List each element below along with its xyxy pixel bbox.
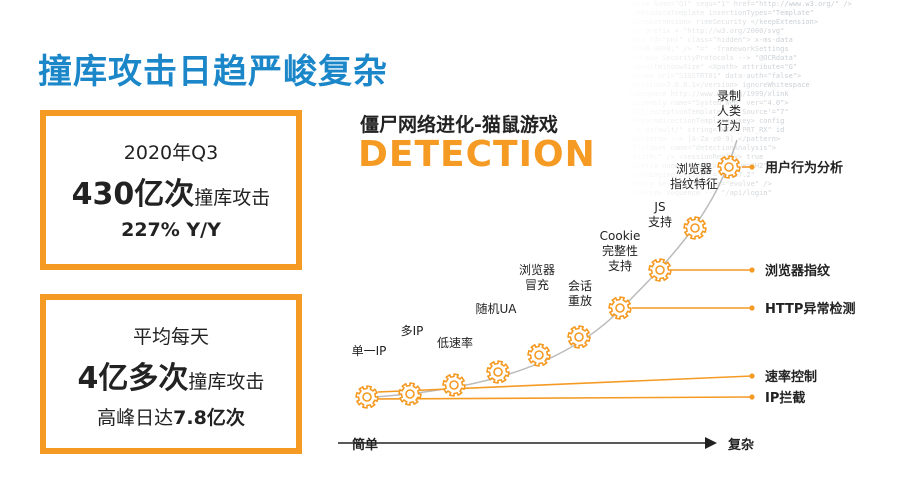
stat-box-daily: 平均每天 4亿多次撞库攻击 高峰日达7.8亿次 [40, 294, 302, 454]
gear-icon [486, 360, 510, 384]
axis-end-label: 复杂 [727, 437, 754, 453]
stat-daily-count-suffix: 撞库攻击 [188, 371, 265, 393]
stage-label: Cookie [600, 229, 641, 243]
stage-label: JS [653, 200, 665, 214]
stat-peak-line: 高峰日达7.8亿次 [46, 403, 296, 430]
detection-label: 浏览器指纹 [765, 263, 831, 279]
gear-icon [648, 258, 672, 282]
stat-count: 430亿次 [71, 177, 195, 212]
axis-arrow-icon [705, 437, 717, 449]
detection-dot [749, 394, 755, 400]
code-watermark-background: <item Name="Q1" sequ="1" href="http://ww… [628, 0, 852, 197]
gear-icon [608, 296, 632, 320]
gear-icon [717, 155, 741, 179]
stage-label: 浏览器 [676, 161, 712, 176]
stage-label: 指纹特征 [670, 176, 718, 191]
detection-dot [749, 373, 755, 379]
stat-peak-prefix: 高峰日达 [97, 407, 174, 429]
stat-box-quarterly: 2020年Q3 430亿次撞库攻击 227% Y/Y [40, 110, 302, 270]
detection-dot [749, 267, 755, 273]
gear-icon [398, 382, 422, 406]
gear-icon [683, 216, 707, 240]
stage-label: 行为 [717, 119, 741, 133]
gear-icon [355, 385, 379, 409]
axis-start-label: 简单 [352, 437, 378, 453]
stage-label: 浏览器 [519, 262, 555, 277]
stat-daily-count-line: 4亿多次撞库攻击 [46, 353, 296, 397]
detection-dot [749, 164, 755, 170]
stage-label: 录制 [717, 89, 741, 103]
gear-icon [567, 325, 591, 349]
detection-line [377, 375, 753, 393]
stage-label: 支持 [648, 214, 672, 229]
stat-peak-value: 7.8亿次 [173, 407, 245, 429]
stage-label: 完整性 [602, 243, 638, 258]
stat-daily-label: 平均每天 [132, 326, 209, 348]
detection-label: 速率控制 [765, 369, 817, 385]
page-title: 撞库攻击日趋严峻复杂 [38, 52, 388, 92]
detection-label: IP拦截 [765, 390, 805, 406]
diagram-subtitle: DETECTION [358, 134, 596, 175]
stat-growth: 227% Y/Y [121, 219, 221, 241]
stage-label: 低速率 [437, 335, 473, 350]
detection-label: 用户行为分析 [764, 160, 843, 176]
stage-label: 冒充 [525, 277, 549, 292]
stage-label: 单一IP [352, 344, 387, 358]
stat-period: 2020年Q3 [123, 142, 219, 164]
stat-count-suffix: 撞库攻击 [194, 187, 271, 209]
detection-line [377, 396, 753, 400]
stage-label: 人类 [717, 104, 741, 118]
stage-label: 重放 [568, 293, 592, 308]
diagram-title: 僵尸网络进化-猫鼠游戏 [360, 114, 558, 136]
detection-dot [749, 305, 755, 311]
gear-icon [527, 343, 551, 367]
detection-label: HTTP异常检测 [765, 301, 855, 317]
stage-label: 会话 [568, 279, 592, 293]
stage-label: 随机UA [476, 301, 518, 316]
stat-count-line: 430亿次撞库攻击 [46, 169, 296, 213]
stage-label: 多IP [401, 324, 424, 338]
gear-icon [442, 373, 466, 397]
stage-label: 支持 [608, 258, 632, 273]
stat-daily-count: 4亿多次 [77, 361, 189, 396]
